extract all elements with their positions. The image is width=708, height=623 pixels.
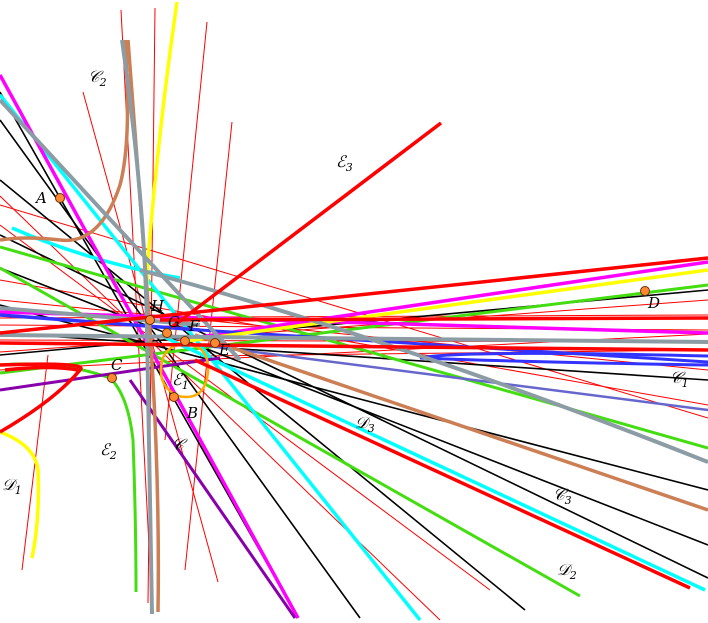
point-F[interactable] — [180, 336, 190, 346]
point-A[interactable] — [55, 193, 65, 203]
label-curve-C1: 𝒞1 — [670, 368, 689, 390]
label-curve-D2: 𝒟2 — [557, 560, 577, 582]
gray-curves — [0, 39, 708, 615]
label-curve-C2: 𝒞2 — [88, 67, 107, 89]
label-C: C — [111, 356, 123, 374]
label-curve-C3: 𝒞3 — [553, 485, 572, 507]
label-curve-D1: 𝒟1 — [2, 475, 22, 497]
points — [55, 193, 650, 402]
label-H: H — [150, 297, 165, 315]
point-labels: A D H G F E C B — [34, 189, 660, 422]
point-E[interactable] — [210, 338, 220, 348]
label-curve-E1: ℰ1 — [172, 370, 189, 392]
label-curve-E2: ℰ2 — [100, 440, 117, 462]
label-E: E — [218, 341, 230, 359]
label-curve-D3: 𝒟3 — [355, 413, 375, 435]
label-D: D — [647, 294, 660, 312]
label-F: F — [188, 317, 200, 335]
point-D[interactable] — [640, 286, 650, 296]
label-A: A — [34, 189, 47, 207]
point-B[interactable] — [169, 392, 179, 402]
label-curve-C: 𝒞 — [172, 435, 188, 454]
point-H[interactable] — [145, 315, 155, 325]
point-G[interactable] — [162, 328, 172, 338]
label-curve-E3: ℰ3 — [336, 152, 353, 174]
point-C[interactable] — [107, 373, 117, 383]
label-G: G — [168, 313, 180, 331]
label-B: B — [186, 404, 198, 422]
red-curves — [0, 121, 708, 590]
